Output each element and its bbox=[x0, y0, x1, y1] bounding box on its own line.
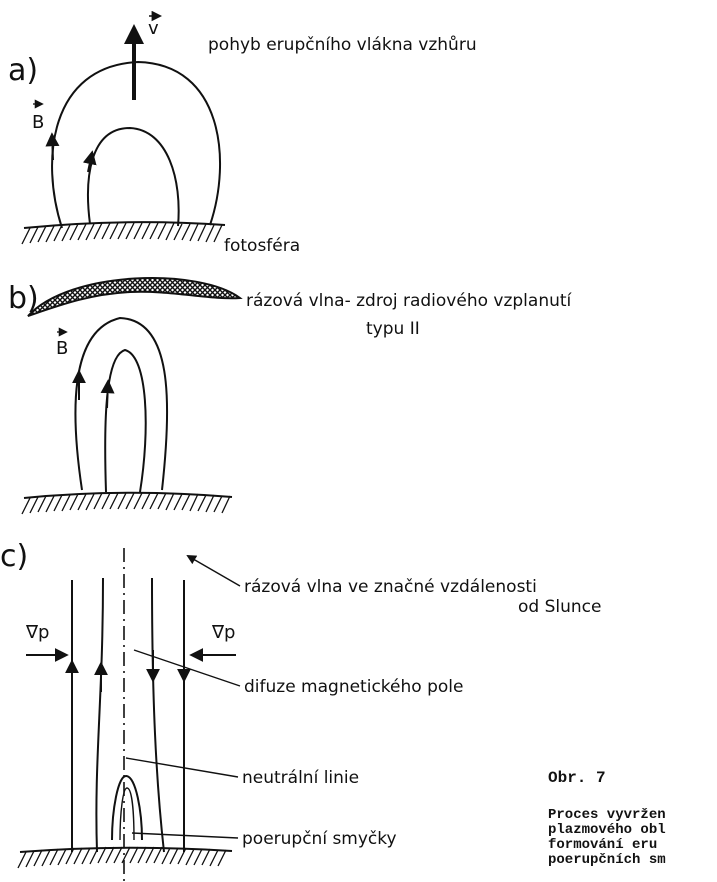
shock-label-b-line1: rázová vlna- zdroj radiového vzplanutí bbox=[246, 291, 573, 311]
photosphere-hatching-c bbox=[18, 847, 226, 868]
caption-line-2: plazmového obl bbox=[548, 822, 666, 838]
photosphere-hatching-b bbox=[22, 493, 230, 514]
shock-far-pointer bbox=[188, 556, 240, 586]
caption-line-4: poerupčních sm bbox=[548, 852, 666, 868]
caption-line-1: Proces vyvržen bbox=[548, 807, 666, 823]
field-line-right-inner bbox=[152, 578, 164, 852]
inner-field-loop-b bbox=[105, 350, 146, 492]
shock-wave-crescent bbox=[28, 278, 240, 316]
panel-b: b) B rázová vlna- zdroj radiového vzplan… bbox=[8, 278, 573, 514]
shock-label-b-line2: typu II bbox=[366, 319, 420, 339]
field-symbol-b: B bbox=[56, 338, 68, 359]
panel-c: c) ∇p ∇p rázová vlna ve značné vzdálenos… bbox=[0, 539, 601, 882]
caption-title: Obr. 7 bbox=[548, 769, 606, 787]
panel-a: a) v pohyb erupčního vlákna vzhůru B bbox=[8, 16, 477, 256]
post-eruptive-loops-label: poerupční smyčky bbox=[242, 829, 397, 849]
photosphere-label: fotosféra bbox=[224, 236, 300, 256]
velocity-symbol: v bbox=[148, 18, 159, 39]
photosphere-surface-b bbox=[24, 493, 232, 498]
diffusion-label: difuze magnetického pole bbox=[244, 677, 463, 697]
shock-far-label-line2: od Slunce bbox=[518, 597, 601, 617]
neutral-pointer bbox=[126, 758, 238, 777]
field-line-left-inner bbox=[96, 578, 103, 852]
grad-p-left-label: ∇p bbox=[25, 622, 49, 643]
post-eruptive-loop-inner bbox=[120, 788, 134, 840]
panel-a-letter: a) bbox=[8, 53, 38, 88]
inner-loop-b-direction-arrow bbox=[107, 382, 108, 408]
outer-field-loop bbox=[52, 62, 220, 228]
grad-p-right-label: ∇p bbox=[211, 622, 235, 643]
figure-caption: Obr. 7 Proces vyvržen plazmového obl for… bbox=[548, 769, 666, 868]
inner-field-loop bbox=[88, 128, 179, 226]
motion-label: pohyb erupčního vlákna vzhůru bbox=[208, 35, 477, 55]
post-eruptive-loop bbox=[112, 776, 142, 840]
field-symbol-a: B bbox=[32, 112, 44, 133]
panel-c-letter: c) bbox=[0, 539, 28, 574]
shock-far-label-line1: rázová vlna ve značné vzdálenosti bbox=[244, 577, 537, 597]
caption-line-3: formování eru bbox=[548, 837, 657, 853]
outer-field-loop-b bbox=[75, 318, 167, 490]
neutral-line-label: neutrální linie bbox=[242, 768, 359, 788]
outer-loop-direction-arrow bbox=[52, 135, 53, 160]
